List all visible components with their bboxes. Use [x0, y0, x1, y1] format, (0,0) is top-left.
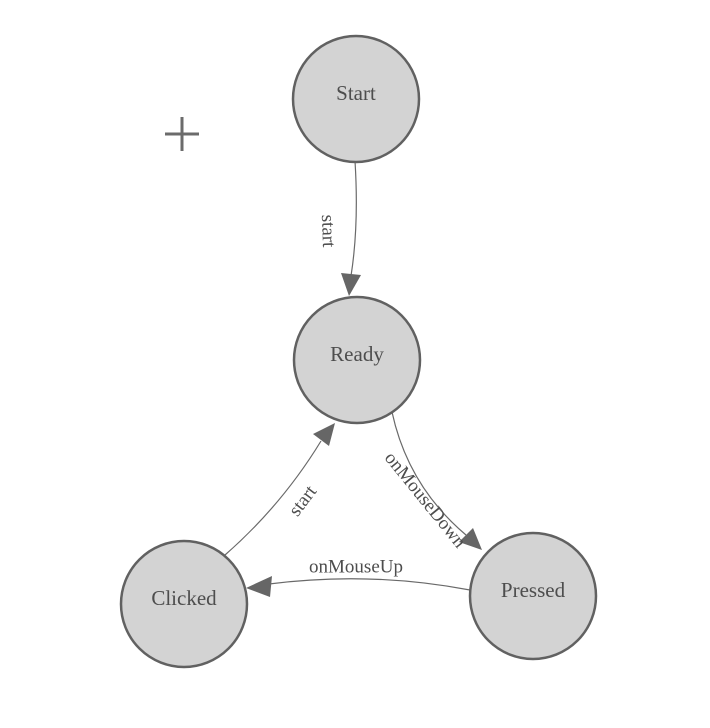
node-start-label: Start	[336, 81, 376, 105]
edge-label-onmousedown: onMouseDown	[380, 448, 470, 553]
crosshair-plus-icon	[165, 117, 199, 151]
arrowhead-icon	[246, 576, 272, 597]
node-clicked: Clicked	[119, 539, 249, 669]
edge-pressed-to-clicked: onMouseUp	[246, 557, 471, 597]
arrowhead-icon	[459, 528, 482, 550]
node-start-circle[interactable]	[291, 34, 421, 164]
edge-label-start: start	[285, 481, 322, 520]
edge-ready-to-pressed: onMouseDown	[380, 411, 482, 553]
arrowhead-icon	[341, 273, 361, 296]
node-ready-circle[interactable]	[292, 295, 422, 425]
edge-path-start-to-ready[interactable]	[350, 160, 357, 277]
edge-path-pressed-to-clicked[interactable]	[268, 578, 471, 591]
node-start: Start	[291, 34, 421, 164]
node-pressed-label: Pressed	[501, 578, 566, 602]
edge-start-to-ready: start	[317, 160, 361, 296]
arrowhead-icon	[313, 423, 335, 446]
edge-path-ready-to-pressed[interactable]	[391, 411, 467, 536]
node-clicked-circle[interactable]	[119, 539, 249, 669]
node-pressed: Pressed	[468, 531, 598, 661]
node-ready-label: Ready	[330, 342, 384, 366]
node-ready: Ready	[292, 295, 422, 425]
node-pressed-circle[interactable]	[468, 531, 598, 661]
edge-clicked-to-ready: start	[224, 423, 335, 556]
node-clicked-label: Clicked	[151, 586, 217, 610]
edge-label-onmouseup: onMouseUp	[309, 557, 403, 578]
edge-path-clicked-to-ready[interactable]	[224, 440, 322, 556]
edge-label-start: start	[317, 214, 339, 248]
